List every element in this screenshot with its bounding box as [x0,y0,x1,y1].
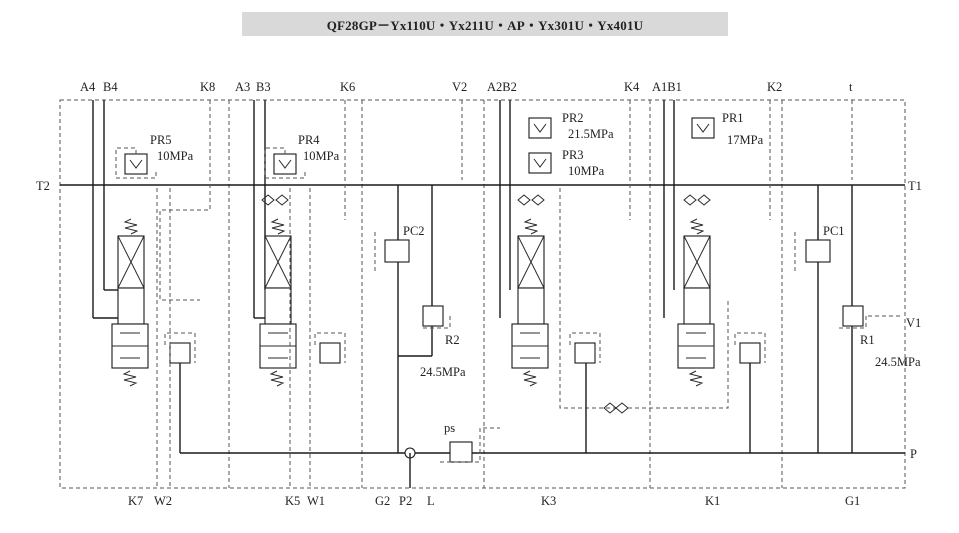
port-k3: K3 [541,494,556,508]
pr1-label: PR1 [722,111,744,125]
pr4-label: PR4 [298,133,320,147]
section-4 [499,100,729,453]
section-5 [663,100,771,453]
port-a4: A4 [80,80,96,94]
pr2-label: PR2 [562,111,584,125]
bottom-port-labels: K7 W2 K5 W1 G2 P2 L K3 K1 G1 [128,494,860,508]
section-3 [374,100,500,488]
r2-pressure: 24.5MPa [420,365,466,379]
port-g2: G2 [375,494,390,508]
port-t2: T2 [36,179,50,193]
port-a2b2: A2B2 [487,80,517,94]
pr1-pressure: 17MPa [727,133,764,147]
pr2-pressure: 21.5MPa [568,127,614,141]
port-k2: K2 [767,80,782,94]
port-t: t [849,80,853,94]
section-2 [253,100,346,488]
port-t1: T1 [908,179,922,193]
pc1-label: PC1 [823,224,845,238]
port-v2: V2 [452,80,467,94]
section-1 [92,100,211,488]
port-w1: W1 [307,494,325,508]
pr5-pressure: 10MPa [157,149,194,163]
r2-label: R2 [445,333,460,347]
section-6 [794,100,900,453]
r1-pressure: 24.5MPa [875,355,921,369]
pr3-pressure: 10MPa [568,164,605,178]
port-k4: K4 [624,80,640,94]
side-port-labels: T2 T1 V1 P [36,179,922,461]
pr4-pressure: 10MPa [303,149,340,163]
pc2-label: PC2 [403,224,425,238]
port-l: L [427,494,435,508]
port-b3: B3 [256,80,271,94]
top-port-labels: A4 B4 K8 A3 B3 K6 V2 A2B2 K4 A1B1 K2 t [80,80,853,94]
pr3-label: PR3 [562,148,584,162]
port-k7: K7 [128,494,143,508]
r1-label: R1 [860,333,875,347]
port-a1b1: A1B1 [652,80,682,94]
port-p2: P2 [399,494,412,508]
diagram-title: QF28GP－Yx110U・Yx211U・AP・Yx301U・Yx401U [242,12,728,36]
port-k6: K6 [340,80,355,94]
port-k5: K5 [285,494,300,508]
section-frames [59,99,906,489]
port-b4: B4 [103,80,118,94]
port-k8: K8 [200,80,215,94]
port-a3: A3 [235,80,250,94]
port-v1: V1 [906,316,921,330]
port-k1: K1 [705,494,720,508]
port-w2: W2 [154,494,172,508]
pr5-label: PR5 [150,133,172,147]
port-p: P [910,447,917,461]
ps-label: ps [444,421,455,435]
port-g1: G1 [845,494,860,508]
